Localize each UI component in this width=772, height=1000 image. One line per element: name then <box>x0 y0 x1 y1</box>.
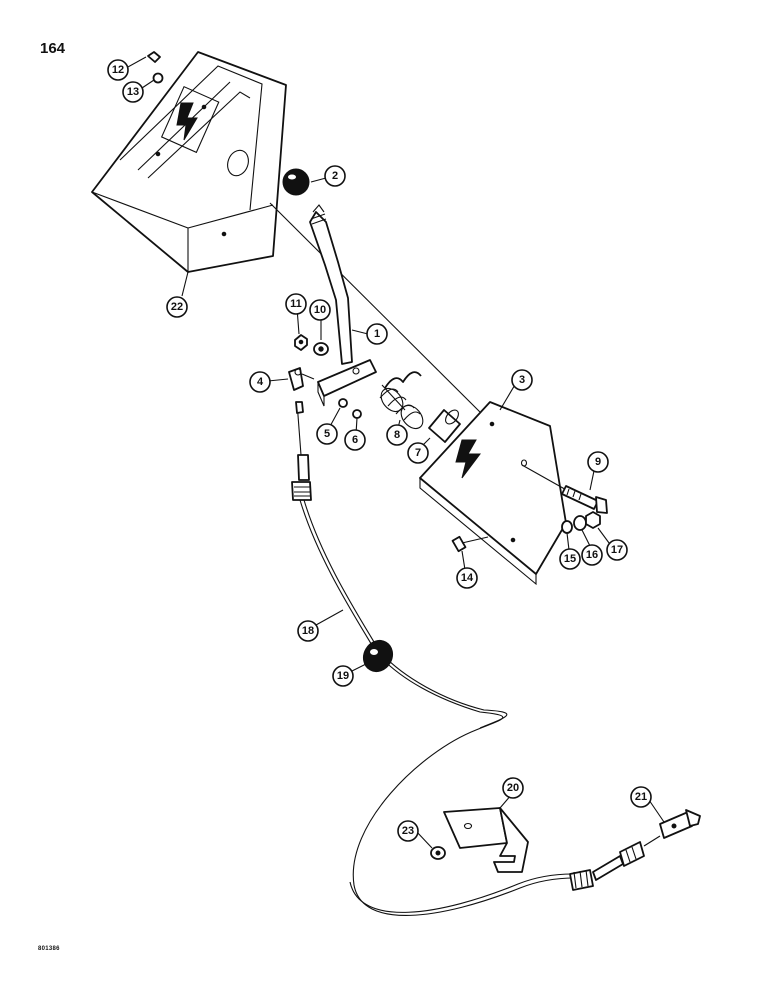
nut-11 <box>294 334 308 351</box>
svg-text:19: 19 <box>337 670 349 682</box>
callout-13: 13 <box>122 81 144 103</box>
svg-text:6: 6 <box>352 434 358 446</box>
svg-text:20: 20 <box>507 782 519 794</box>
callout-22: 22 <box>166 296 188 318</box>
svg-text:22: 22 <box>171 301 183 313</box>
callout-15: 15 <box>559 548 581 570</box>
callout-23: 23 <box>397 820 419 842</box>
callout-14: 14 <box>456 567 478 589</box>
svg-text:11: 11 <box>290 298 302 310</box>
shift-lever <box>309 204 377 407</box>
callout-20: 20 <box>502 777 524 799</box>
washer-13 <box>152 72 164 84</box>
nut-6 <box>352 409 362 419</box>
mounting-bracket <box>419 401 567 586</box>
callout-6: 6 <box>344 429 366 451</box>
callout-16: 16 <box>581 544 603 566</box>
callout-21: 21 <box>630 786 652 808</box>
svg-text:9: 9 <box>595 456 601 468</box>
svg-text:12: 12 <box>112 64 124 76</box>
svg-text:2: 2 <box>332 170 338 182</box>
svg-text:23: 23 <box>402 825 414 837</box>
washer-15 <box>561 520 573 534</box>
bolt-9 <box>521 464 608 514</box>
callout-3: 3 <box>511 369 533 391</box>
reference-code: 801386 <box>38 946 60 952</box>
svg-text:15: 15 <box>564 553 576 565</box>
callout-12: 12 <box>107 59 129 81</box>
washer-23 <box>430 846 446 860</box>
bushing <box>428 409 461 443</box>
svg-text:18: 18 <box>302 625 314 637</box>
svg-text:3: 3 <box>519 374 525 386</box>
callout-5: 5 <box>316 423 338 445</box>
knob <box>282 168 310 196</box>
ball-joint <box>288 367 315 391</box>
svg-text:10: 10 <box>314 304 326 316</box>
callout-10: 10 <box>309 299 331 321</box>
screw-12 <box>147 51 161 63</box>
svg-text:16: 16 <box>586 549 598 561</box>
spring <box>379 371 424 430</box>
console-housing <box>91 51 287 273</box>
svg-text:8: 8 <box>394 429 400 441</box>
washer-10 <box>313 342 329 356</box>
svg-text:7: 7 <box>415 447 421 459</box>
assembly-line <box>269 202 491 423</box>
nut-17 <box>585 511 601 529</box>
callout-18: 18 <box>297 620 319 642</box>
callout-9: 9 <box>587 451 609 473</box>
svg-text:14: 14 <box>461 572 474 584</box>
lockwasher-16 <box>573 515 587 531</box>
cable-end-fittings <box>569 835 661 891</box>
svg-text:1: 1 <box>374 328 380 340</box>
cable-bracket <box>443 807 529 873</box>
svg-text:5: 5 <box>324 428 330 440</box>
callout-19: 19 <box>332 665 354 687</box>
callout-7: 7 <box>407 442 429 464</box>
svg-text:21: 21 <box>635 791 647 803</box>
callout-1: 1 <box>366 323 388 345</box>
svg-text:13: 13 <box>127 86 139 98</box>
washer-5 <box>338 398 348 408</box>
page-number: 164 <box>40 40 66 57</box>
grommet <box>362 639 394 673</box>
clevis <box>659 809 701 839</box>
callout-17: 17 <box>606 539 628 561</box>
callout-4: 4 <box>249 371 271 393</box>
callout-8: 8 <box>386 424 408 446</box>
callout-2: 2 <box>324 165 346 187</box>
svg-text:17: 17 <box>611 544 623 556</box>
svg-text:4: 4 <box>257 376 264 388</box>
callout-11: 11 <box>285 293 307 315</box>
screw-14 <box>451 535 489 553</box>
